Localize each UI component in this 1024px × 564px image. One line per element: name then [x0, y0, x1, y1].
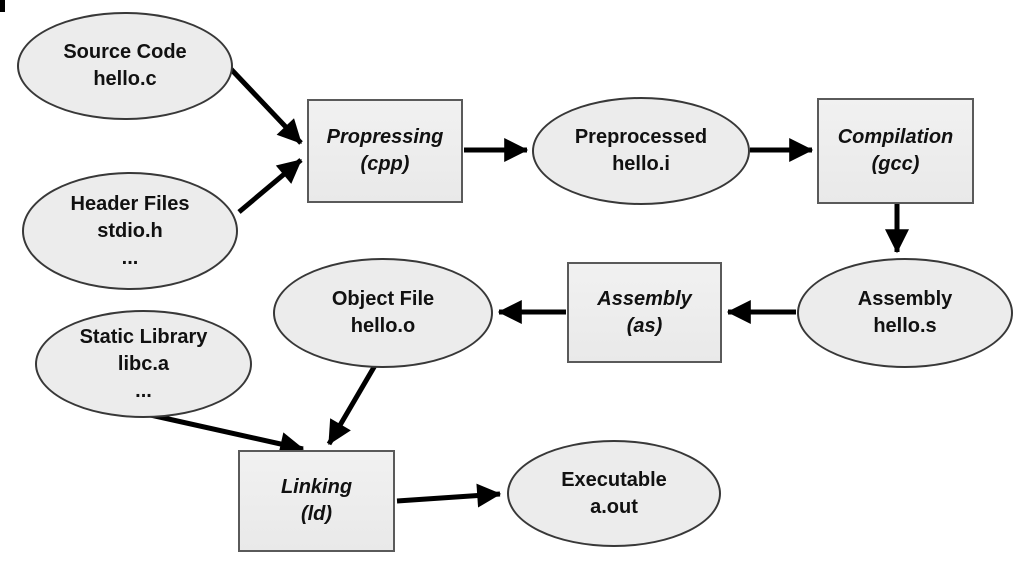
arrow-header-files-to-preprocessing	[237, 158, 303, 214]
node-assembly-file-filename: hello.s	[873, 315, 937, 337]
node-source-code-filename: hello.c	[93, 68, 157, 90]
node-preprocessed: Preprocessed hello.i	[532, 97, 750, 205]
node-static-library-filename: libc.a	[117, 352, 170, 375]
node-header-files: Header Files stdio.h ...	[22, 172, 238, 290]
node-assembler-tool: (as)	[626, 314, 663, 337]
node-preprocessing: Propressing (cpp)	[307, 99, 463, 203]
node-compilation: Compilation (gcc)	[817, 98, 974, 204]
arrow-object-file-to-linking	[326, 360, 380, 446]
node-assembler-title: Assembly	[597, 287, 692, 310]
arrow-linking-to-executable	[396, 483, 502, 508]
node-assembler: Assembly (as)	[567, 262, 722, 363]
node-assembly-file-title: Assembly	[857, 288, 953, 310]
node-header-files-filename: stdio.h	[97, 219, 163, 242]
node-executable: Executable a.out	[507, 440, 721, 547]
node-object-file-filename: hello.o	[350, 315, 416, 337]
node-static-library-title: Static Library	[79, 325, 208, 348]
arrow-source-code-to-preprocessing	[227, 65, 303, 145]
node-executable-title: Executable	[561, 468, 667, 491]
node-static-library-ellipsis: ...	[135, 379, 152, 402]
node-preprocessed-filename: hello.i	[612, 153, 670, 175]
arrow-static-library-to-linking	[145, 411, 305, 456]
node-assembly-file: Assembly hello.s	[797, 258, 1013, 368]
node-header-files-title: Header Files	[70, 192, 190, 215]
node-executable-filename: a.out	[590, 495, 638, 518]
node-object-file-title: Object File	[331, 288, 435, 310]
node-compilation-title: Compilation	[837, 126, 954, 148]
node-preprocessing-tool: (cpp)	[360, 153, 410, 175]
node-source-code-title: Source Code	[63, 41, 187, 63]
node-linking-tool: (ld)	[300, 503, 333, 525]
node-linking-title: Linking	[280, 476, 353, 498]
node-compilation-tool: (gcc)	[871, 153, 920, 175]
node-preprocessing-title: Propressing	[326, 126, 444, 148]
node-static-library: Static Library libc.a ...	[35, 310, 252, 418]
node-header-files-ellipsis: ...	[121, 246, 139, 269]
node-linking: Linking (ld)	[238, 450, 395, 552]
node-source-code: Source Code hello.c	[17, 12, 233, 120]
node-preprocessed-title: Preprocessed	[574, 126, 708, 148]
node-object-file: Object File hello.o	[273, 258, 493, 368]
scan-artifact	[0, 0, 5, 12]
